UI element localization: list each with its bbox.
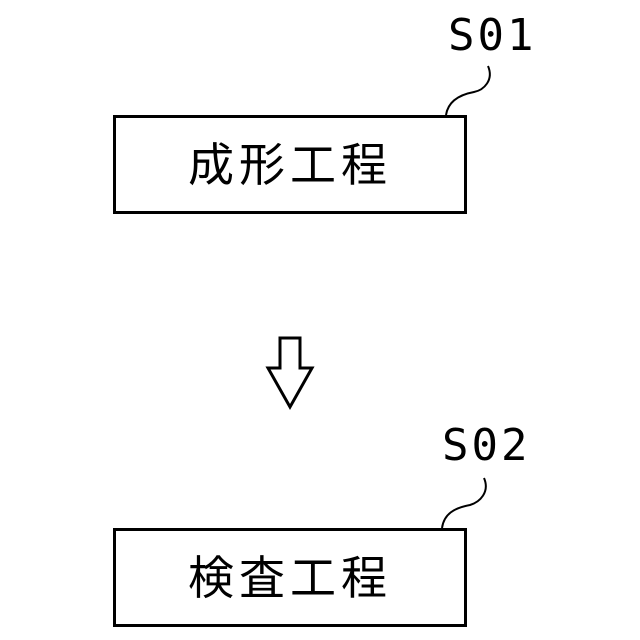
- step-label-molding: 成形工程: [188, 142, 392, 188]
- step-label-inspection: 検査工程: [188, 555, 392, 601]
- step-ref-s02: S02: [442, 424, 530, 468]
- down-arrow-icon: [268, 338, 312, 407]
- step-ref-s01: S01: [448, 14, 536, 58]
- step-box-inspection: 検査工程: [113, 528, 467, 627]
- leader-line-s01: [446, 66, 490, 115]
- leader-line-s02: [442, 478, 486, 528]
- step-box-molding: 成形工程: [113, 115, 467, 214]
